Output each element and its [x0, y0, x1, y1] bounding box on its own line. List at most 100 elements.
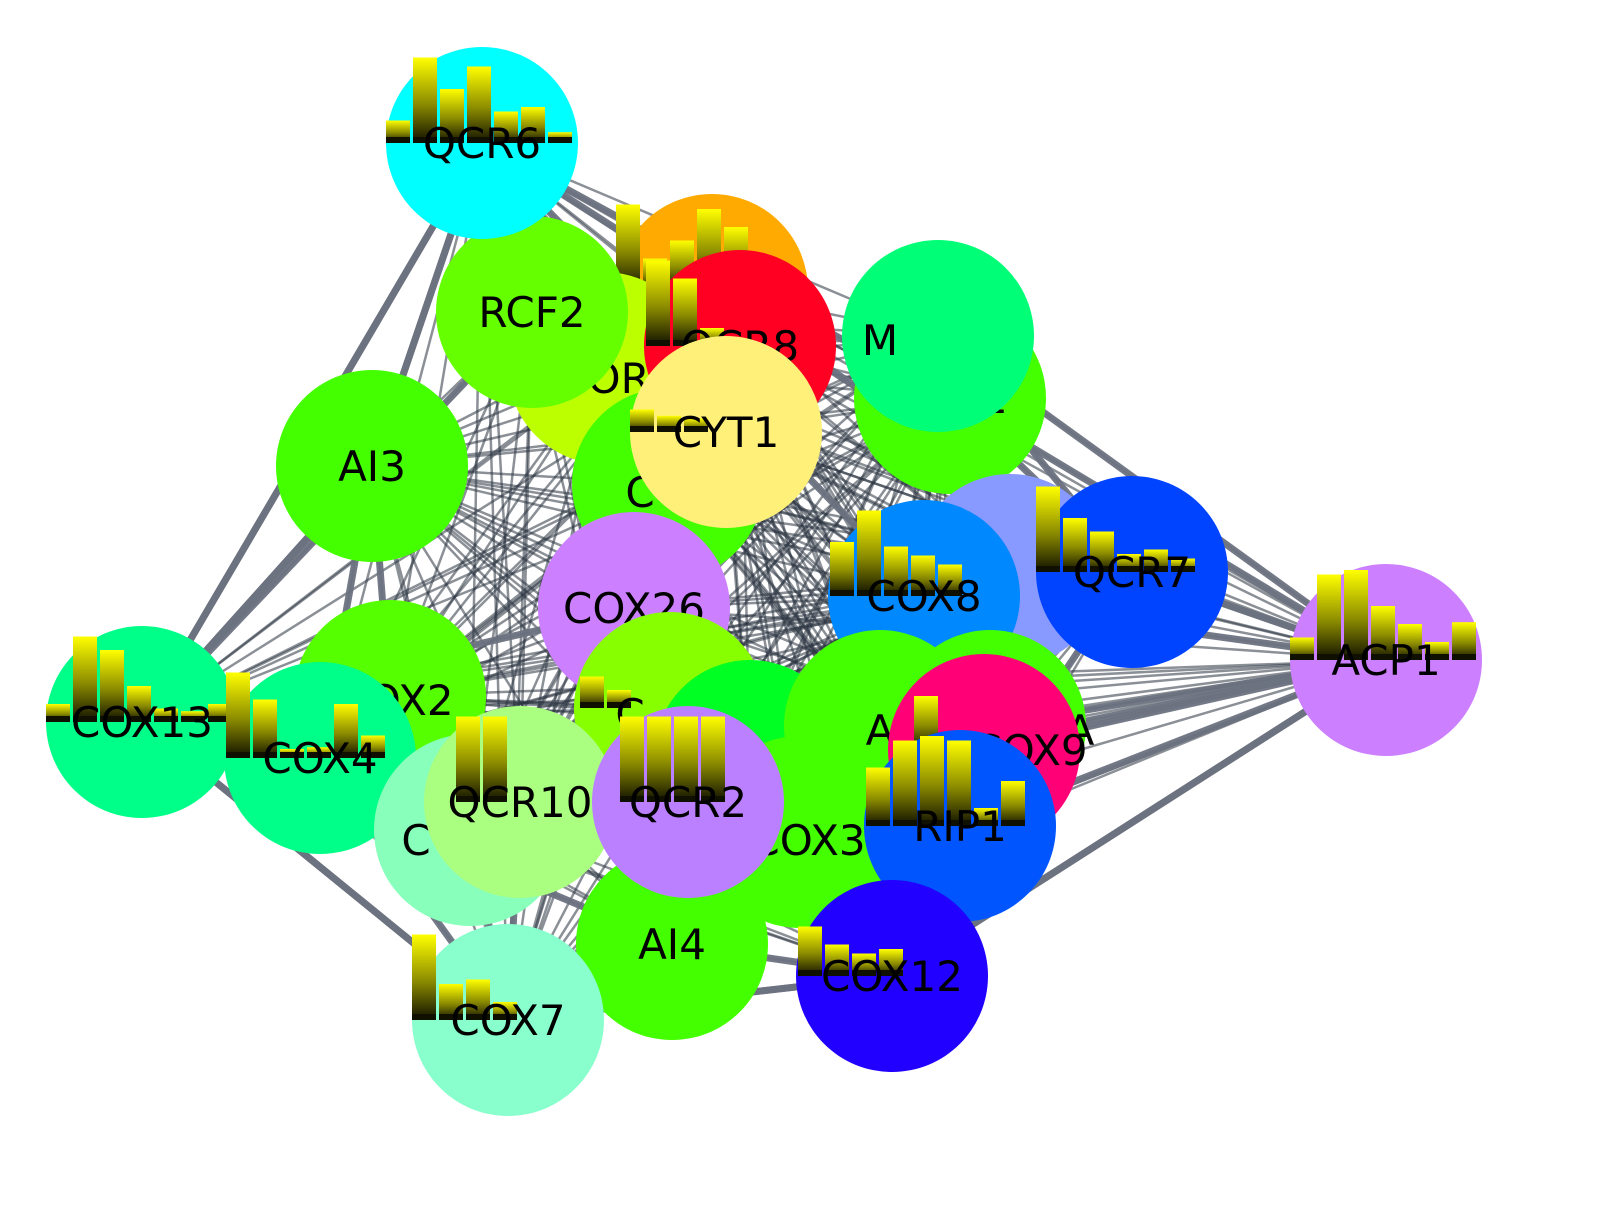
bar [884, 546, 908, 596]
bar-base [386, 137, 410, 143]
bar-base [467, 137, 491, 143]
bar-base [647, 796, 671, 802]
node-qcr7[interactable]: QCR7 [1036, 476, 1228, 668]
bar-base [412, 1014, 436, 1020]
node-circle [842, 240, 1034, 432]
bar [646, 260, 670, 346]
bar [893, 740, 917, 826]
bar [253, 699, 277, 758]
node-circle [276, 370, 468, 562]
bar [1090, 531, 1114, 572]
bar [911, 555, 935, 596]
bar-base [466, 1014, 490, 1020]
node-qcr10[interactable]: QCR10 [424, 706, 616, 898]
bar-base [1452, 654, 1476, 660]
bar-base [630, 426, 654, 432]
node-rcf2[interactable]: RCF2 [436, 216, 628, 408]
node-acp1[interactable]: ACP1 [1290, 564, 1482, 756]
bar-base [280, 752, 304, 758]
node-bar-chart [1036, 486, 1195, 572]
bar-base [439, 1014, 463, 1020]
bar-base [974, 820, 998, 826]
bar-base [483, 796, 507, 802]
bar [1452, 622, 1476, 660]
node-cox12[interactable]: COX12 [796, 880, 988, 1072]
bar-base [1001, 820, 1025, 826]
node-mba[interactable]: M [842, 240, 1034, 432]
bar-base [361, 752, 385, 758]
bar [73, 636, 97, 722]
node-qcr6[interactable]: QCR6 [386, 47, 578, 239]
bar-base [657, 426, 681, 432]
bar [226, 672, 250, 758]
bar-base [857, 590, 881, 596]
node-layer: COX1MCCORRCF2CQCR8CYT1AI3QCR6COX8QCR7ACP… [46, 47, 1482, 1116]
node-label: COX8 [866, 572, 981, 621]
bar-base [607, 702, 631, 708]
bar-base [684, 426, 708, 432]
bar [647, 716, 671, 802]
node-bar-chart [46, 636, 232, 722]
bar [866, 767, 890, 826]
node-bar-chart [580, 676, 631, 708]
node-cox13[interactable]: COX13 [46, 626, 238, 818]
bar [334, 704, 358, 758]
bar-base [620, 796, 644, 802]
bar-base [830, 590, 854, 596]
bar-base [334, 752, 358, 758]
node-qcr2[interactable]: QCR2 [592, 706, 784, 898]
bar-base [100, 716, 124, 722]
bar-base [493, 1014, 517, 1020]
node-circle [436, 216, 628, 408]
bar [466, 979, 490, 1020]
node-label: COX7 [450, 996, 565, 1045]
bar-base [127, 716, 151, 722]
bar-base [825, 970, 849, 976]
node-label: AI4 [638, 920, 706, 969]
node-label: CYT1 [673, 408, 780, 457]
bar [413, 57, 437, 143]
node-cox7[interactable]: COX7 [412, 924, 604, 1116]
node-label: AI3 [338, 442, 406, 491]
bar [440, 89, 464, 143]
node-bar-chart [386, 57, 572, 143]
bar-base [46, 716, 70, 722]
bar [1036, 486, 1060, 572]
bar-base [1317, 654, 1341, 660]
node-cyt1[interactable]: CYT1 [630, 336, 822, 528]
bar-base [1117, 566, 1141, 572]
bar [483, 716, 507, 802]
bar-base [866, 820, 890, 826]
bar-base [884, 590, 908, 596]
node-ai3[interactable]: AI3 [276, 370, 468, 562]
node-rip1[interactable]: RIP1 [864, 730, 1056, 922]
node-ai4[interactable]: AI4 [576, 848, 768, 1040]
bar-base [253, 752, 277, 758]
bar [674, 716, 698, 802]
bar-base [521, 137, 545, 143]
bar-base [1171, 566, 1195, 572]
bar-base [456, 796, 480, 802]
bar-base [307, 752, 331, 758]
node-label: QCR7 [1073, 548, 1191, 597]
bar-base [208, 716, 232, 722]
node-label: QCR6 [423, 119, 541, 168]
node-label: M [862, 316, 898, 365]
node-bar-chart [630, 409, 708, 432]
bar-base [1090, 566, 1114, 572]
node-bar-chart [1290, 570, 1476, 660]
bar [798, 926, 822, 976]
node-bar-chart [456, 716, 507, 802]
bar-base [1063, 566, 1087, 572]
node-label: RIP1 [913, 802, 1007, 851]
node-label: C [401, 816, 430, 865]
node-label: COX4 [262, 734, 377, 783]
node-bar-chart [798, 926, 903, 976]
bar [1344, 570, 1368, 660]
bar-base [674, 796, 698, 802]
node-cox4[interactable]: COX4 [224, 662, 416, 854]
bar-base [548, 137, 572, 143]
bar-base [580, 702, 604, 708]
bar-base [798, 970, 822, 976]
